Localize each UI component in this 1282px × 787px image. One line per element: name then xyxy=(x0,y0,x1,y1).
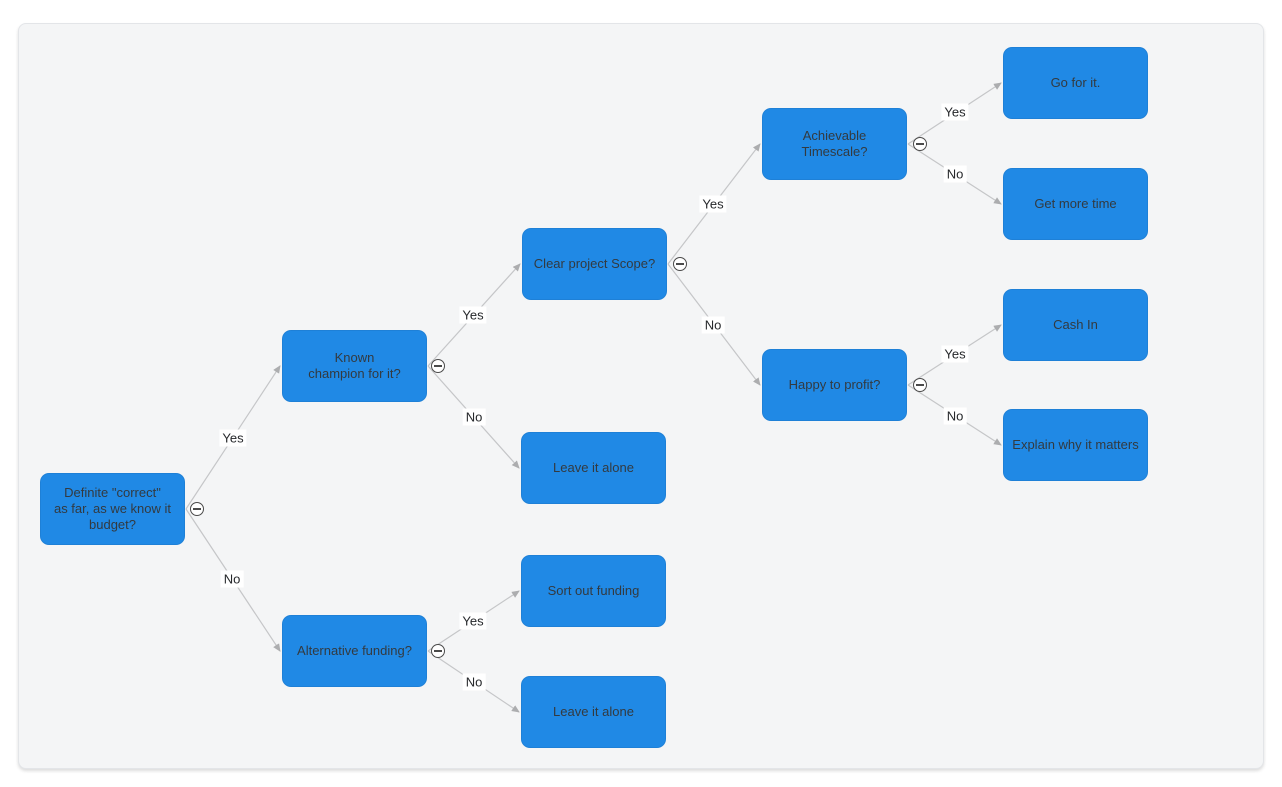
node-happy-to-profit[interactable]: Happy to profit? xyxy=(762,349,907,421)
node-root-budget-question[interactable]: Definite "correct" as far, as we know it… xyxy=(40,473,185,545)
edge-label-achievable-yes: Yes xyxy=(941,103,969,121)
edge-label-known-no: No xyxy=(462,408,486,426)
node-cash-in[interactable]: Cash In xyxy=(1003,289,1148,361)
node-label: Get more time xyxy=(1034,196,1117,211)
edge-label-known-yes: Yes xyxy=(459,306,487,324)
node-sort-out-funding[interactable]: Sort out funding xyxy=(521,555,666,627)
edge-label-alternative-yes: Yes xyxy=(459,612,487,630)
minus-circle-icon-clear-scope[interactable] xyxy=(673,257,687,271)
edge-label-root-no: No xyxy=(220,570,244,588)
node-achievable-timescale[interactable]: Achievable Timescale? xyxy=(762,108,907,180)
node-label: Go for it. xyxy=(1050,75,1101,90)
edge-label-happy-no: No xyxy=(943,407,967,425)
edge-label-alternative-no: No xyxy=(462,673,486,691)
node-clear-project-scope[interactable]: Clear project Scope? xyxy=(522,228,667,300)
node-label: Cash In xyxy=(1053,317,1098,332)
edge-label-happy-yes: Yes xyxy=(941,345,969,363)
node-leave-it-alone-top[interactable]: Leave it alone xyxy=(521,432,666,504)
edge-label-achievable-no: No xyxy=(943,165,967,183)
edge-lines-layer xyxy=(185,82,1002,713)
minus-circle-icon-root[interactable] xyxy=(190,502,204,516)
node-label: Leave it alone xyxy=(553,704,634,719)
node-get-more-time[interactable]: Get more time xyxy=(1003,168,1148,240)
minus-circle-icon-achievable-timescale[interactable] xyxy=(913,137,927,151)
node-explain-why-it-matters[interactable]: Explain why it matters xyxy=(1003,409,1148,481)
minus-circle-icon-known-champion[interactable] xyxy=(431,359,445,373)
minus-circle-icon-happy-to-profit[interactable] xyxy=(913,378,927,392)
minus-circle-icon-alternative-funding[interactable] xyxy=(431,644,445,658)
node-known-champion[interactable]: Known champion for it? xyxy=(282,330,427,402)
node-label: Achievable Timescale? xyxy=(801,128,868,159)
node-label: Clear project Scope? xyxy=(533,256,656,271)
node-label: Known champion for it? xyxy=(308,350,401,381)
node-label: Definite "correct" as far, as we know it… xyxy=(53,485,172,532)
node-leave-it-alone-bottom[interactable]: Leave it alone xyxy=(521,676,666,748)
edge-label-clear-no: No xyxy=(701,316,725,334)
node-label: Happy to profit? xyxy=(788,377,881,392)
node-label: Explain why it matters xyxy=(1012,437,1139,452)
node-label: Sort out funding xyxy=(547,583,640,598)
node-label: Alternative funding? xyxy=(297,643,412,658)
node-label: Leave it alone xyxy=(553,460,634,475)
edge-label-clear-yes: Yes xyxy=(699,195,727,213)
node-go-for-it[interactable]: Go for it. xyxy=(1003,47,1148,119)
diagram-canvas: Definite "correct" as far, as we know it… xyxy=(18,23,1264,769)
node-alternative-funding[interactable]: Alternative funding? xyxy=(282,615,427,687)
edge-label-root-yes: Yes xyxy=(219,429,247,447)
